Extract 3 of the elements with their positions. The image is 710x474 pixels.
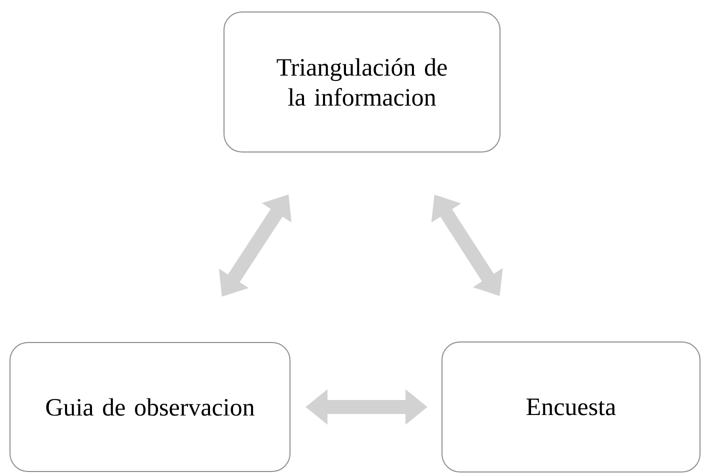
process-box: Guia de observacion bbox=[10, 342, 290, 472]
process-box: Triangulación de la informacion bbox=[224, 12, 500, 152]
process-box: Encuesta bbox=[442, 342, 700, 472]
